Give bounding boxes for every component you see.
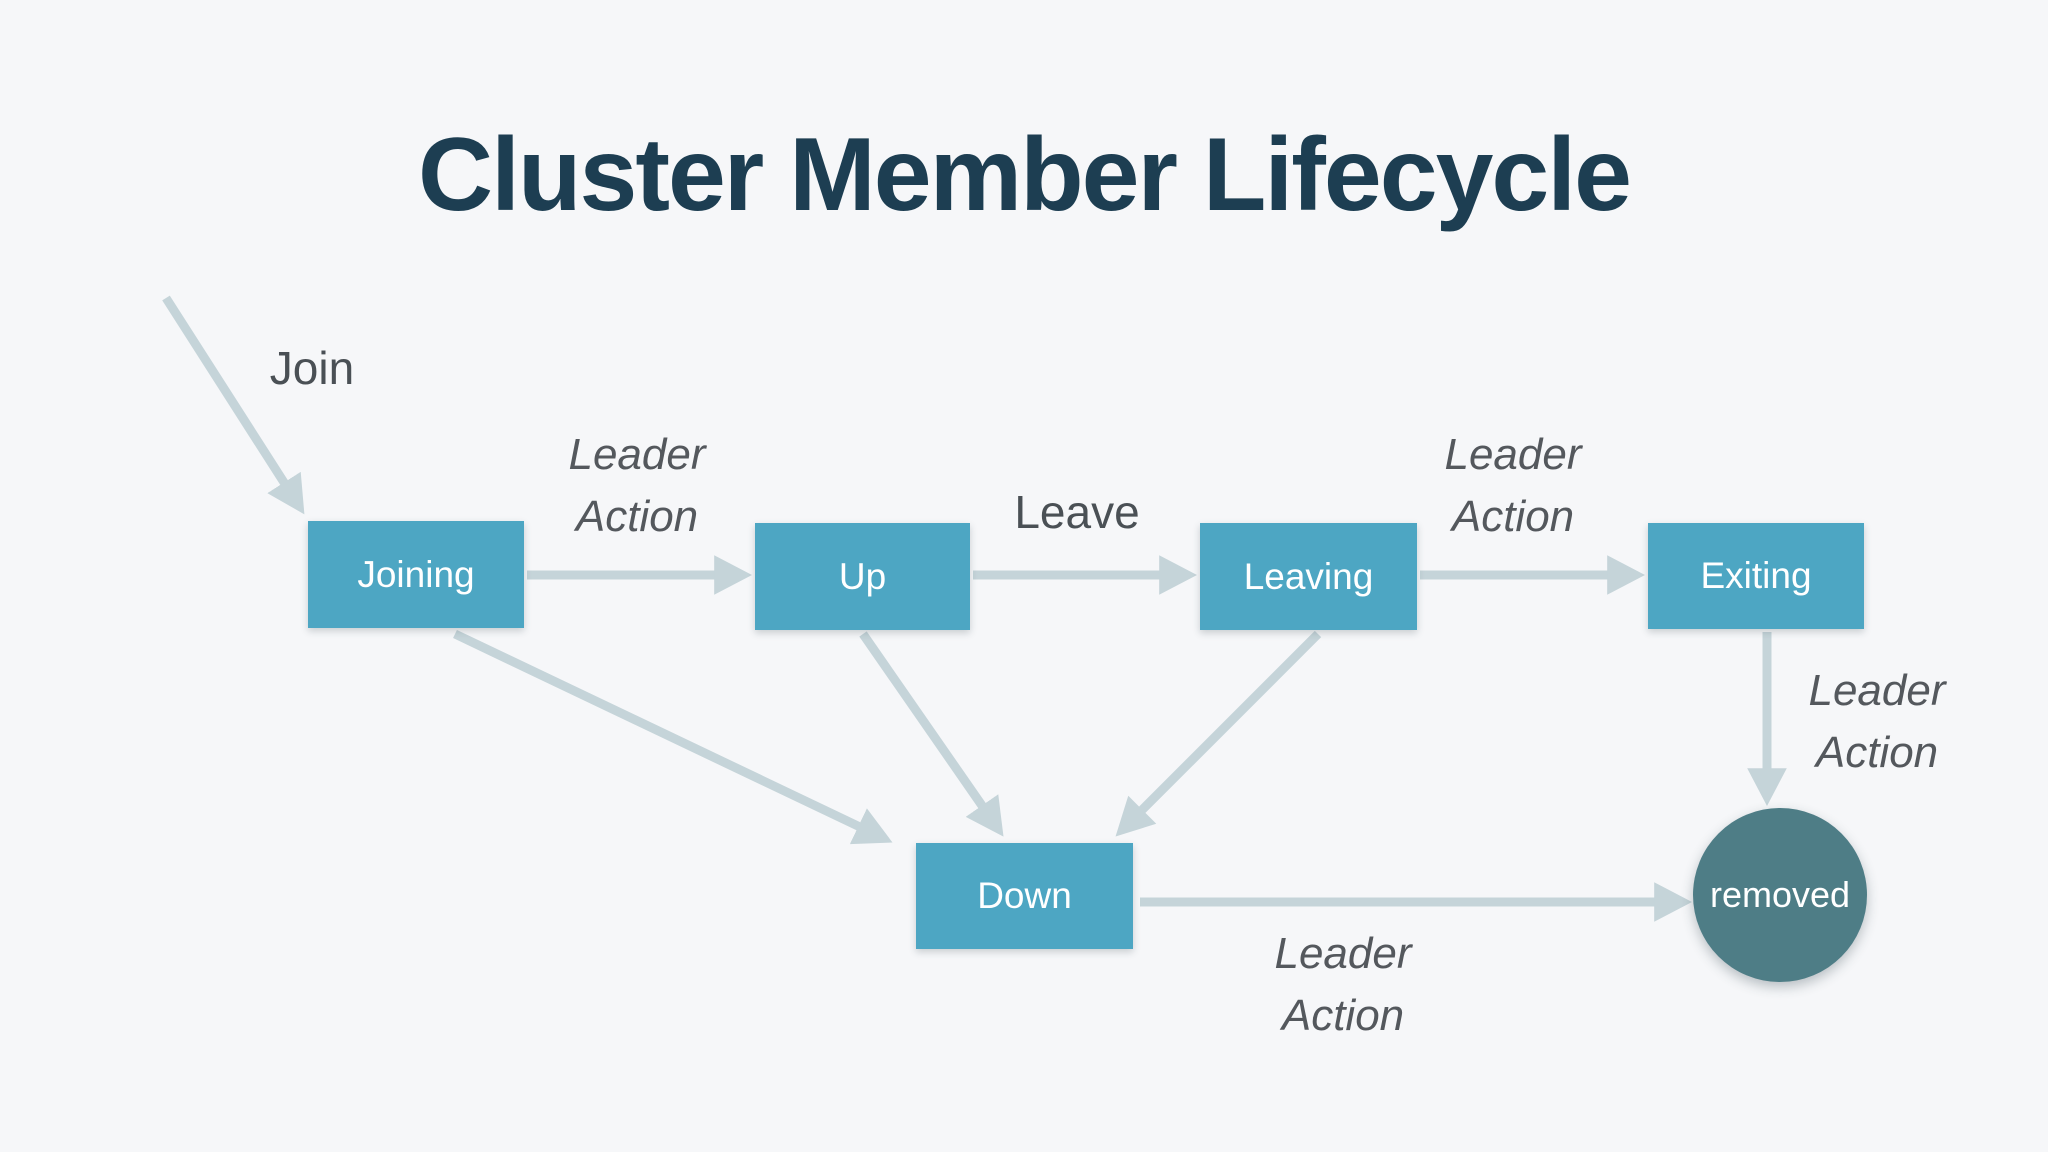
edge-label-leader-action-2: Leader Action: [1444, 430, 1582, 541]
state-label-removed: removed: [1709, 874, 1851, 915]
state-label-up: Up: [838, 555, 887, 597]
state-node-down: Down: [916, 843, 1133, 949]
edge-join-to-joining: [162, 295, 305, 515]
edge-label-leader-action-1: Leader Action: [568, 430, 706, 541]
page-title: Cluster Member Lifecycle: [417, 117, 1632, 233]
state-node-removed: removed: [1693, 808, 1867, 982]
state-node-exiting: Exiting: [1648, 523, 1864, 629]
edge-leaving-to-down: [1115, 630, 1322, 837]
edge-label-leader-action-4: Leader Action: [1274, 929, 1412, 1040]
edge-label-leader-action-3: Leader Action: [1808, 666, 1946, 777]
edge-up-to-down: [859, 631, 1004, 837]
edge-label-join: Join: [269, 342, 355, 394]
state-label-exiting: Exiting: [1700, 555, 1812, 596]
state-label-leaving: Leaving: [1243, 555, 1374, 597]
state-node-up: Up: [755, 523, 970, 630]
state-node-leaving: Leaving: [1200, 523, 1417, 630]
edge-joining-to-down: [453, 629, 893, 845]
state-label-joining: Joining: [357, 553, 475, 595]
edge-label-leave: Leave: [1014, 486, 1140, 538]
state-label-down: Down: [977, 875, 1072, 916]
state-node-joining: Joining: [308, 521, 524, 628]
